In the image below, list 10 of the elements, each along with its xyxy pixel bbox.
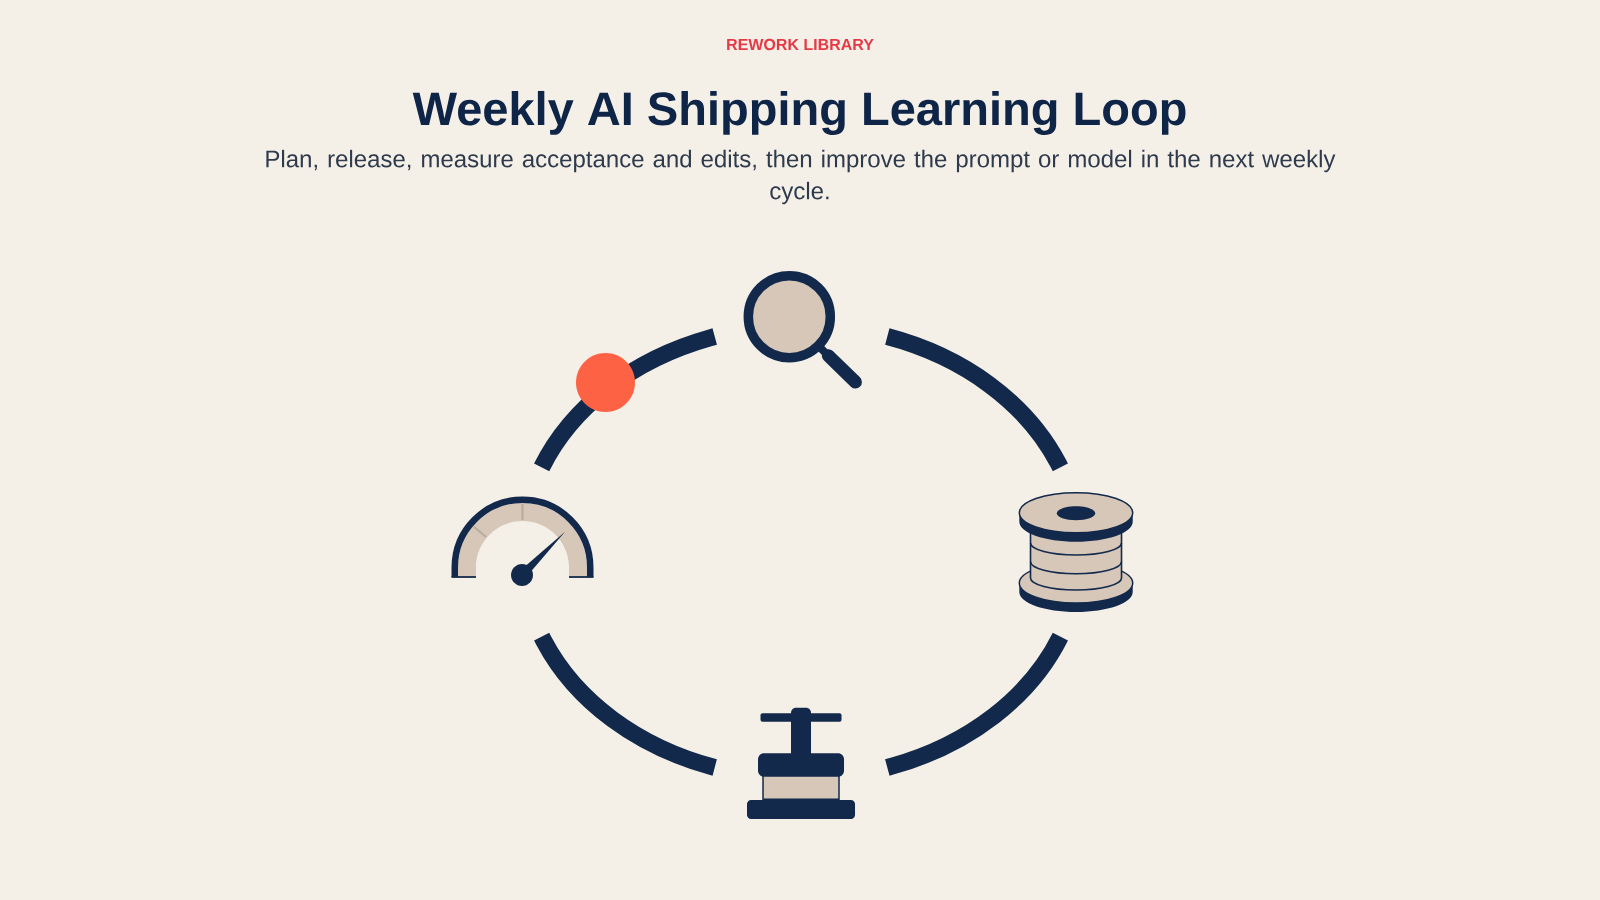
loop-arc [884, 328, 1068, 472]
press-icon [747, 707, 855, 819]
spool-icon [1018, 491, 1134, 612]
subtitle: Plan, release, measure acceptance and edits, then improve the prompt or model in the next weekly cycle. [266, 149, 1336, 205]
loop-arc [884, 632, 1068, 776]
gauge-icon [450, 496, 595, 586]
magnifier-icon [743, 270, 862, 389]
loop-arc [534, 632, 718, 776]
title: Weekly AI Shipping Learning Loop [412, 90, 1186, 135]
eyebrow-label: REWORK LIBRARY [727, 38, 874, 51]
